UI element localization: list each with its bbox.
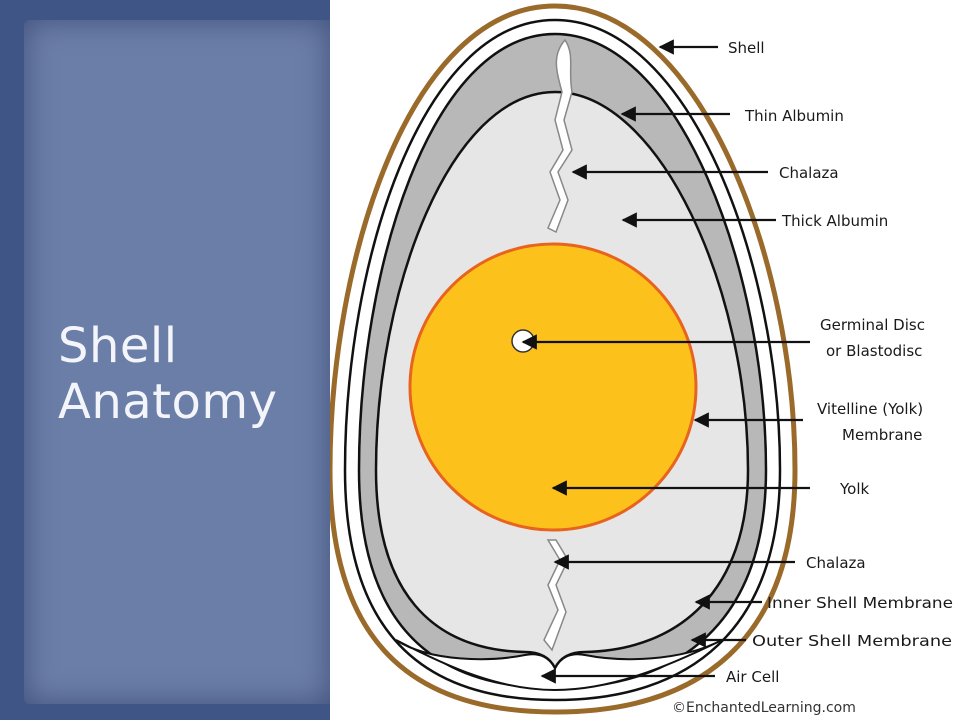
label-outer-shell-membrane: Outer Shell Membrane [752,632,952,650]
label-air-cell: Air Cell [726,668,779,686]
label-shell: Shell [728,39,765,57]
air-cell [395,639,723,692]
egg-anatomy-diagram: Shell Thin Albumin Chalaza Thick Albumin… [330,3,953,716]
title-panel [0,0,330,720]
slide-title-line-1: Shell [58,318,178,374]
leader-arrows [521,39,810,684]
label-yolk: Yolk [839,480,870,498]
copyright-credit: ©EnchantedLearning.com [672,700,856,716]
slide-title: Shell Anatomy [58,318,328,430]
label-thin-albumin: Thin Albumin [744,107,844,125]
label-vitelline-1: Vitelline (Yolk) [817,400,923,418]
label-chalaza-top: Chalaza [779,164,839,182]
title-panel-texture [24,20,330,704]
label-chalaza-bottom: Chalaza [806,554,866,572]
label-germinal-disc-1: Germinal Disc [820,316,925,334]
label-thick-albumin: Thick Albumin [781,212,888,230]
chalaza-top [547,38,573,234]
label-inner-shell-membrane: Inner Shell Membrane [767,594,953,612]
yolk [408,242,698,532]
label-germinal-disc-2: or Blastodisc [826,342,922,360]
label-vitelline-2: Membrane [842,426,922,444]
slide-title-line-2: Anatomy [58,374,278,430]
